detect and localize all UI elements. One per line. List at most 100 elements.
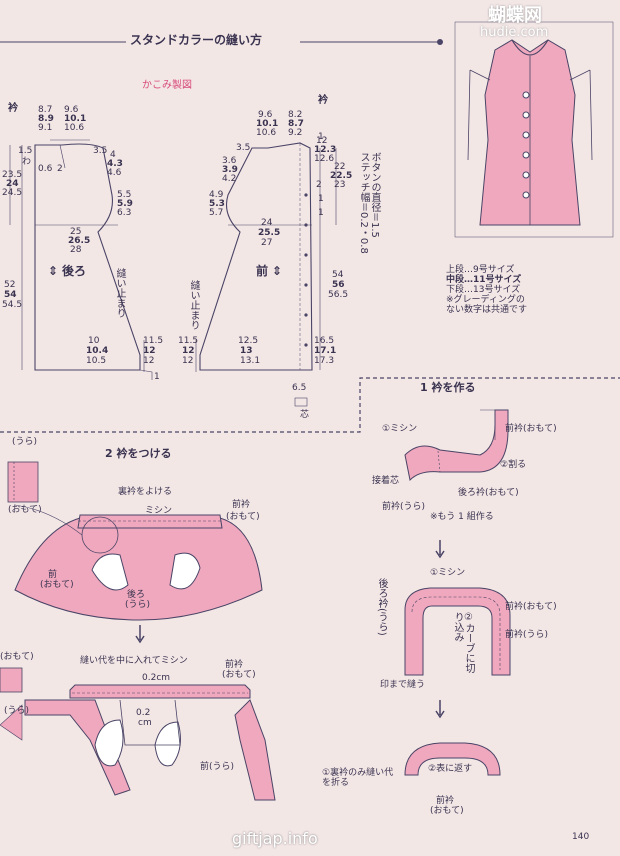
front-neck-b-1: 8.7 [288,119,304,129]
front-shoulder2-1: 3.9 [222,165,238,175]
step1b-label-2: 前衿(おもて) [505,602,557,612]
front-armhole-0: 4.9 [209,190,224,200]
size-line-4: ない数字は共通です [446,305,528,315]
step1b-label-3: ②カーブに切り込み [452,612,474,673]
front-length-0: 22 [334,162,346,172]
back-small-1: 2 [57,164,63,174]
size-line-3: ※グレーディングの [446,295,525,305]
back-neck-a-0: 8.7 [38,105,53,115]
back-total-1: 54 [4,290,17,300]
front-core-label: 芯 [300,410,310,420]
step1-label-5: 前衿(うら) [382,502,426,512]
step2-title: 2 衿をつける [105,447,172,460]
front-length-1: 22.5 [330,171,353,181]
size-legend: 上段…9号サイズ 中段…11号サイズ 下段…13号サイズ ※グレーディングの な… [446,265,527,315]
back-slit-0: 11.5 [143,336,164,346]
step1b-label-0: ①ミシン [430,568,466,578]
front-arrow-icon: ⇕ [272,264,283,278]
front-shoulder2-2: 4.2 [222,174,237,184]
step1-label-2: ②割る [500,460,527,470]
front-small-0: 6.5 [292,383,307,393]
step2-label-6: 前 [48,570,58,580]
size-line-1: 中段…11号サイズ [446,275,522,285]
back-height-1: 24 [6,179,19,189]
back-small-0: 0.6 [38,164,53,174]
front-mark-0: 1 [318,132,324,142]
front-bottom-1: 17.1 [314,346,337,356]
step1-title: 1 衿を作る [420,381,476,394]
step2-label-8: 後ろ [127,590,146,600]
front-mark-1: 2 [316,180,322,190]
page-title: スタンドカラーの縫い方 [130,33,263,47]
front-chest-2: 27 [261,238,273,248]
page-number: 140 [572,832,590,842]
step2-label-2: 裏衿をよける [118,487,173,497]
front-mark-3: 1 [318,208,324,218]
back-neck-b-2: 10.6 [64,123,85,133]
front-piece-name: 前 [256,264,269,278]
step2b-label-0: (おもて) [0,652,34,662]
back-armhole-2: 6.3 [117,208,132,218]
front-hem-0: 12.5 [238,336,259,346]
back-armhole-0: 5.5 [117,190,132,200]
front-armhole-2: 5.7 [209,208,224,218]
front-neck-a-0: 9.6 [258,110,273,120]
step1c-label-1: ②表に返す [428,764,473,774]
step2b-label-8: 前(うら) [200,762,235,772]
back-chest-2: 28 [70,245,82,255]
front-shoulder2-0: 3.6 [222,156,237,166]
front-side-1: 56 [332,280,345,290]
front-mark-2: 1 [318,194,324,204]
step1c-label-2: 前衿 [436,796,455,806]
step2b-label-6: cm [138,718,152,728]
back-hem-1: 10.4 [86,346,109,356]
back-arrow-icon: ⇕ [48,264,59,278]
front-neck-side-2: 12.6 [314,154,335,164]
back-hem-mark: 1 [154,372,160,382]
back-side-top: 1.5 [18,146,33,156]
front-armhole-1: 5.3 [209,199,225,209]
back-stop-note: 縫い止まり [114,268,125,318]
step2b-label-5: 0.2 [136,708,151,718]
front-neck-a-2: 10.6 [256,128,277,138]
step1-label-4: 後ろ衿(おもて) [458,488,519,498]
footer-site: giftjap.info [232,829,318,848]
back-neck-a-2: 9.1 [38,123,53,133]
size-line-2: 下段…13号サイズ [446,285,521,295]
back-total-0: 52 [4,280,16,290]
front-neck-side-0: 12 [316,136,328,146]
front-neck-b-0: 8.2 [288,110,303,120]
back-shoulder-2: 4.3 [107,159,123,169]
step1b-label-5: 印まで縫う [380,680,426,690]
back-armhole-1: 5.9 [117,199,133,209]
back-piece-name: 後ろ [62,264,87,278]
back-collar-label: 衿 [8,103,18,114]
front-slit-0: 11.5 [178,336,199,346]
back-height-0: 23.5 [2,170,23,180]
back-neck-b-0: 9.6 [64,105,79,115]
front-bottom-0: 16.5 [314,336,335,346]
step1-label-6: ※もう 1 組作る [430,512,494,522]
step1b-label-4: 前衿(うら) [505,630,549,640]
step1c-label-0: ①裏衿のみ縫い代を折る [322,768,394,788]
back-neck-a-1: 8.9 [38,114,54,124]
back-hem-2: 10.5 [86,356,107,366]
back-shoulder-3: 4.6 [107,168,122,178]
front-hem-1: 13 [240,346,253,356]
front-stop-note: 縫い止まり [188,280,199,330]
front-hem-2: 13.1 [240,356,261,366]
front-neck-a-1: 10.1 [256,119,279,129]
step2-label-7: (おもて) [40,580,74,590]
front-neck-side-1: 12.3 [314,145,337,155]
pattern-label: かこみ製図 [142,80,192,91]
front-chest-1: 25.5 [258,228,281,238]
step2-label-1: (おもて) [8,505,42,515]
step2-label-3: ミシン [145,506,173,516]
step2-label-5: (おもて) [226,512,260,522]
back-fold-mark: わ [22,157,32,167]
back-total-2: 54.5 [2,300,23,310]
size-line-0: 上段…9号サイズ [446,265,515,275]
step1-label-0: ①ミシン [382,424,418,434]
